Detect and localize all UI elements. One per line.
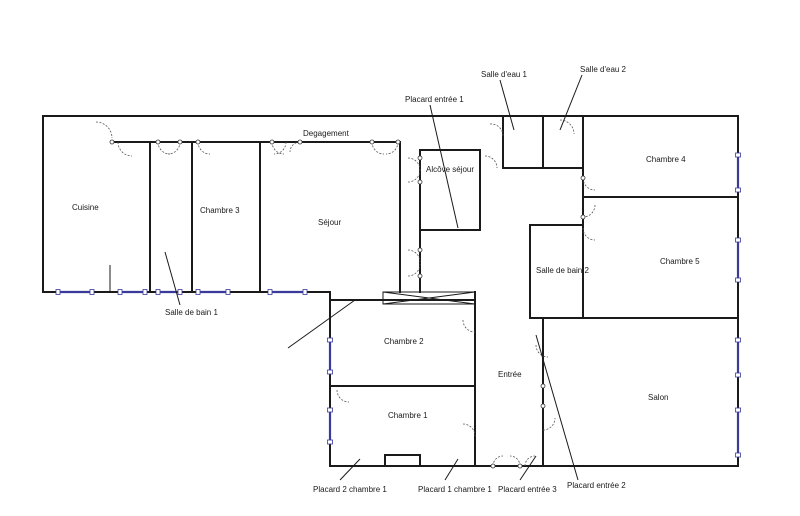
room-label-alcove-sejour: Alcôve séjour [426, 165, 474, 174]
room-label-chambre4: Chambre 4 [646, 155, 686, 164]
room-label-salon: Salon [648, 393, 668, 402]
annotation-salle-de-bain1: Salle de bain 1 [165, 308, 218, 317]
annotation-salle-deau1: Salle d'eau 1 [481, 70, 528, 79]
cabinet-crossed [382, 291, 476, 305]
room-label-chambre3: Chambre 3 [200, 206, 240, 215]
leader-lines [164, 74, 583, 481]
annotation-placard1-chambre1: Placard 1 chambre 1 [418, 485, 492, 494]
annotation-placard-entree3: Placard entrée 3 [498, 485, 557, 494]
interior-walls [109, 115, 739, 467]
annotation-placard-entree1: Placard entrée 1 [405, 95, 464, 104]
annotation-placard-entree2: Placard entrée 2 [567, 481, 626, 490]
room-label-sejour: Séjour [318, 218, 341, 227]
annotation-salle-deau2: Salle d'eau 2 [580, 65, 627, 74]
annotation-placard2-chambre1: Placard 2 chambre 1 [313, 485, 387, 494]
annotation-labels: Salle d'eau 1 Salle d'eau 2 Placard entr… [165, 65, 627, 494]
room-label-chambre1: Chambre 1 [388, 411, 428, 420]
room-label-chambre2: Chambre 2 [384, 337, 424, 346]
room-label-cuisine: Cuisine [72, 203, 99, 212]
room-label-degagement: Degagement [303, 129, 350, 138]
windows [55, 152, 741, 458]
room-label-salle-de-bain2: Salle de bain 2 [536, 266, 589, 275]
room-label-entree: Entrée [498, 370, 522, 379]
door-hinges [109, 139, 586, 469]
room-label-chambre5: Chambre 5 [660, 257, 700, 266]
room-labels: Cuisine Chambre 3 Séjour Degagement Alcô… [72, 129, 700, 420]
